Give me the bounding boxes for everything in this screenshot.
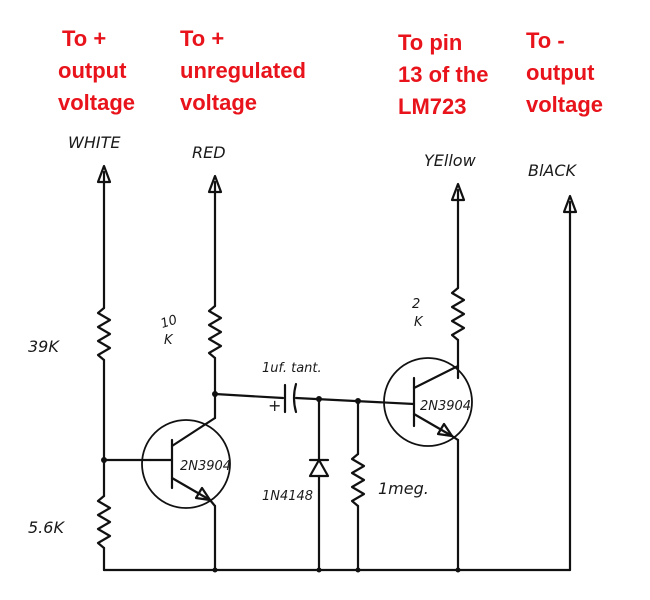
svg-text:voltage: voltage [526,92,603,117]
transistor-q2: 2N3904 [383,357,473,447]
resistor-2k-label-bottom: K [414,315,424,330]
diode-icon [308,458,330,478]
arrow-up-icon [562,194,578,214]
junction-dot [316,567,322,573]
svg-text:To +: To + [180,26,224,51]
wire-label-red: RED [192,143,226,162]
transistor-q2-label: 2N3904 [420,399,471,414]
transistor-q1: 2N3904 [141,416,231,509]
wire-label-yellow: YEllow [424,151,477,170]
transistor-q1-label: 2N3904 [180,459,231,474]
label-pos-output: To + output voltage [58,26,135,115]
white-output-line [96,164,112,310]
red-unregulated-line [207,174,223,308]
resistor-2k [450,286,466,342]
diode-1n4148: 1N4148 [262,397,330,572]
emitter-arrow-icon [436,422,454,438]
resistor-1meg-label: 1meg. [378,479,429,498]
svg-text:output: output [58,58,127,83]
diode-label: 1N4148 [262,489,313,504]
resistor-10k-label-top: 10 [159,313,179,332]
resistor-39k-label: 39K [28,337,60,356]
svg-text:output: output [526,60,595,85]
svg-text:LM723: LM723 [398,94,466,119]
label-neg-output: To - output voltage [526,28,603,117]
junction-dot [455,567,461,573]
label-pos-unregulated: To + unregulated voltage [180,26,306,115]
resistor-5k6-label: 5.6K [28,518,65,537]
svg-text:13 of the: 13 of the [398,62,488,87]
svg-text:To +: To + [62,26,106,51]
capacitor-label: 1uf. tant. [262,361,322,376]
resistor-2k-label-top: 2 [412,297,420,312]
resistor-39k [96,306,112,362]
svg-text:To pin: To pin [398,30,462,55]
arrow-up-icon [96,164,112,184]
svg-text:voltage: voltage [58,90,135,115]
wire-label-white: WHITE [68,133,121,152]
wire-label-black: BlACK [528,161,578,180]
junction-dot [355,567,361,573]
black-output-line [562,194,578,572]
label-pin13: To pin 13 of the LM723 [398,30,488,119]
yellow-pin13-line [450,182,466,290]
svg-text:voltage: voltage [180,90,257,115]
arrow-up-icon [450,182,466,202]
junction-dot [212,567,218,573]
emitter-arrow-icon [194,486,212,502]
resistor-5k6 [96,494,112,550]
svg-text:unregulated: unregulated [180,58,306,83]
capacitor-polarity: + [268,396,281,415]
resistor-1meg [350,452,366,508]
resistor-10k [207,304,223,360]
arrow-up-icon [207,174,223,194]
resistor-10k-label-bottom: K [164,333,174,348]
svg-text:To -: To - [526,28,565,53]
capacitor-1uf: + 1uf. tant. [262,361,322,415]
